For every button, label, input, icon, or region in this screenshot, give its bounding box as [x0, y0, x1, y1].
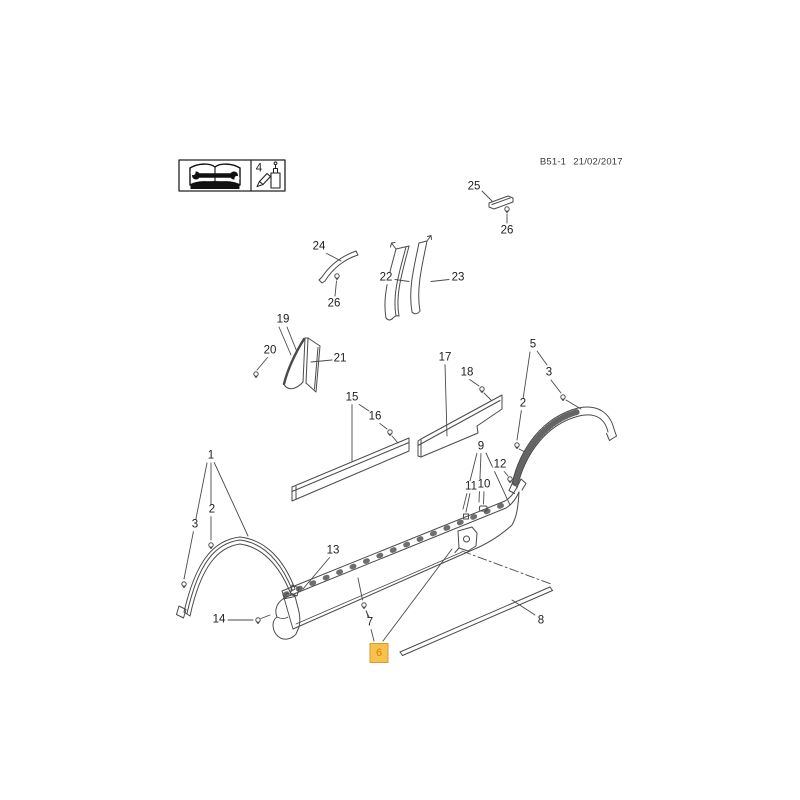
front-wheel-arch-trim — [176, 461, 300, 619]
callout-7[interactable]: 7 — [365, 616, 375, 629]
callout-2-rear[interactable]: 2 — [518, 397, 528, 410]
callout-15[interactable]: 15 — [344, 391, 360, 404]
revision-date: 21/02/2017 — [573, 156, 623, 168]
a-pillar-molding — [318, 250, 359, 297]
callout-3-front[interactable]: 3 — [190, 518, 200, 531]
callout-13[interactable]: 13 — [325, 544, 341, 557]
callout-26b[interactable]: 26 — [326, 297, 342, 310]
callout-26[interactable]: 26 — [499, 224, 515, 237]
callout-2-front[interactable]: 2 — [207, 503, 217, 516]
mirror-corner-trim — [253, 326, 333, 393]
callout-6-highlighted[interactable]: 6 — [369, 643, 389, 663]
callout-8[interactable]: 8 — [536, 614, 546, 627]
callout-20[interactable]: 20 — [262, 344, 278, 357]
callout-12[interactable]: 12 — [492, 458, 508, 471]
rear-wheel-arch-trim — [508, 350, 617, 494]
callout-24[interactable]: 24 — [311, 240, 327, 253]
legend-box — [178, 159, 286, 192]
callout-19[interactable]: 19 — [275, 313, 291, 326]
callout-5[interactable]: 5 — [528, 338, 538, 351]
glue-bottle-icon — [256, 161, 281, 189]
callout-11[interactable]: 11 — [464, 480, 478, 493]
rocker-panel-molding — [227, 452, 527, 642]
callout-10[interactable]: 10 — [476, 478, 492, 491]
callout-22[interactable]: 22 — [378, 271, 394, 284]
callout-18[interactable]: 18 — [459, 366, 475, 379]
front-door-molding — [291, 402, 410, 502]
callout-3-rear[interactable]: 3 — [544, 366, 554, 379]
sill-scuff-strip — [399, 550, 553, 656]
book-wrench-icon — [189, 163, 241, 189]
callout-17[interactable]: 17 — [437, 351, 453, 364]
callout-4-adhesive[interactable]: 4 — [254, 162, 264, 175]
callout-1[interactable]: 1 — [206, 449, 216, 462]
roof-rail-bracket — [481, 190, 514, 224]
callout-16[interactable]: 16 — [367, 410, 383, 423]
rear-door-molding — [417, 363, 503, 458]
callout-21[interactable]: 21 — [332, 352, 348, 365]
callout-23[interactable]: 23 — [450, 271, 466, 284]
b-pillar-applique-pair — [384, 235, 450, 321]
diagram-code: B51-1 — [539, 156, 567, 168]
callout-25[interactable]: 25 — [466, 180, 482, 193]
callout-14[interactable]: 14 — [211, 613, 227, 626]
callout-9[interactable]: 9 — [476, 440, 486, 453]
